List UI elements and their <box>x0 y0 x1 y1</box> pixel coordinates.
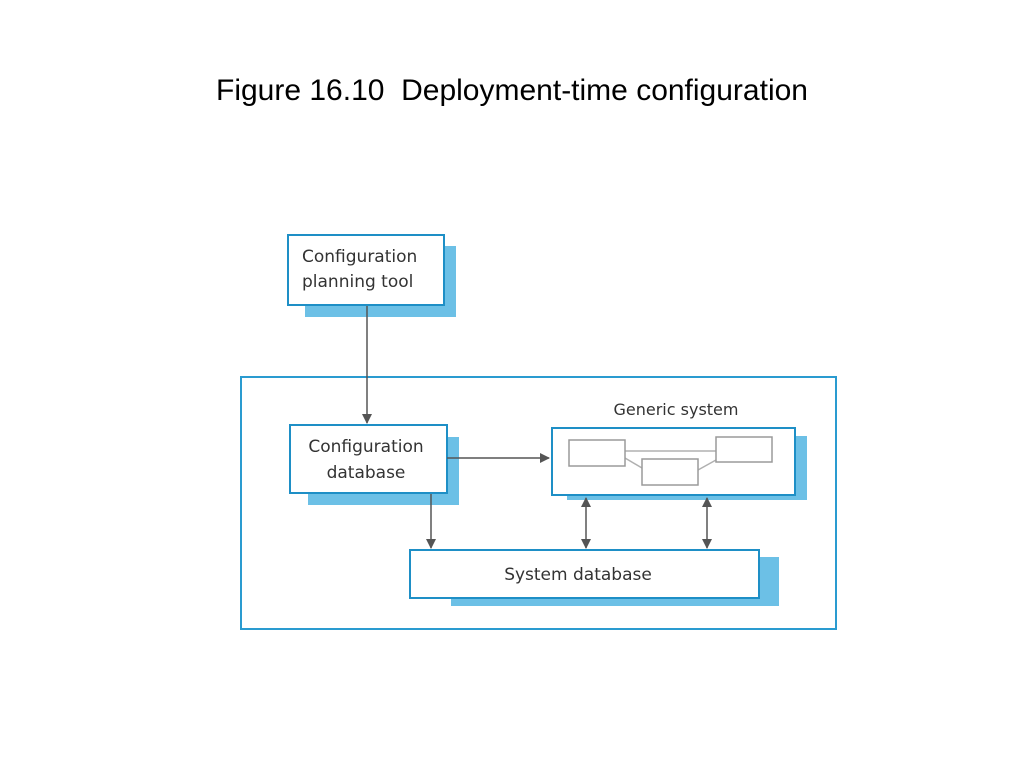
system-db-box <box>409 549 760 599</box>
slide-title: Figure 16.10 Deployment-time configurati… <box>216 74 808 107</box>
node-config-db: Configuration database <box>289 424 459 505</box>
system-db-label: System database <box>504 565 652 585</box>
system-boundary-frame <box>240 376 837 630</box>
generic-system-label: Generic system <box>614 400 739 419</box>
component-box-middle <box>641 458 699 486</box>
component-box-left <box>568 439 626 467</box>
planning-tool-box <box>287 234 445 306</box>
config-db-label-line2: database <box>327 463 406 483</box>
node-system-db: System database <box>409 549 779 606</box>
component-box-right <box>715 436 773 463</box>
node-generic-system <box>551 427 807 500</box>
component-connector-left <box>624 457 643 469</box>
config-db-box <box>289 424 448 494</box>
config-db-label-line1: Configuration <box>308 437 423 457</box>
node-planning-tool: Configuration planning tool <box>287 234 456 317</box>
planning-tool-label-line1: Configuration <box>302 247 417 267</box>
component-connector-right <box>697 459 717 471</box>
planning-tool-label-line2: planning tool <box>302 272 413 292</box>
